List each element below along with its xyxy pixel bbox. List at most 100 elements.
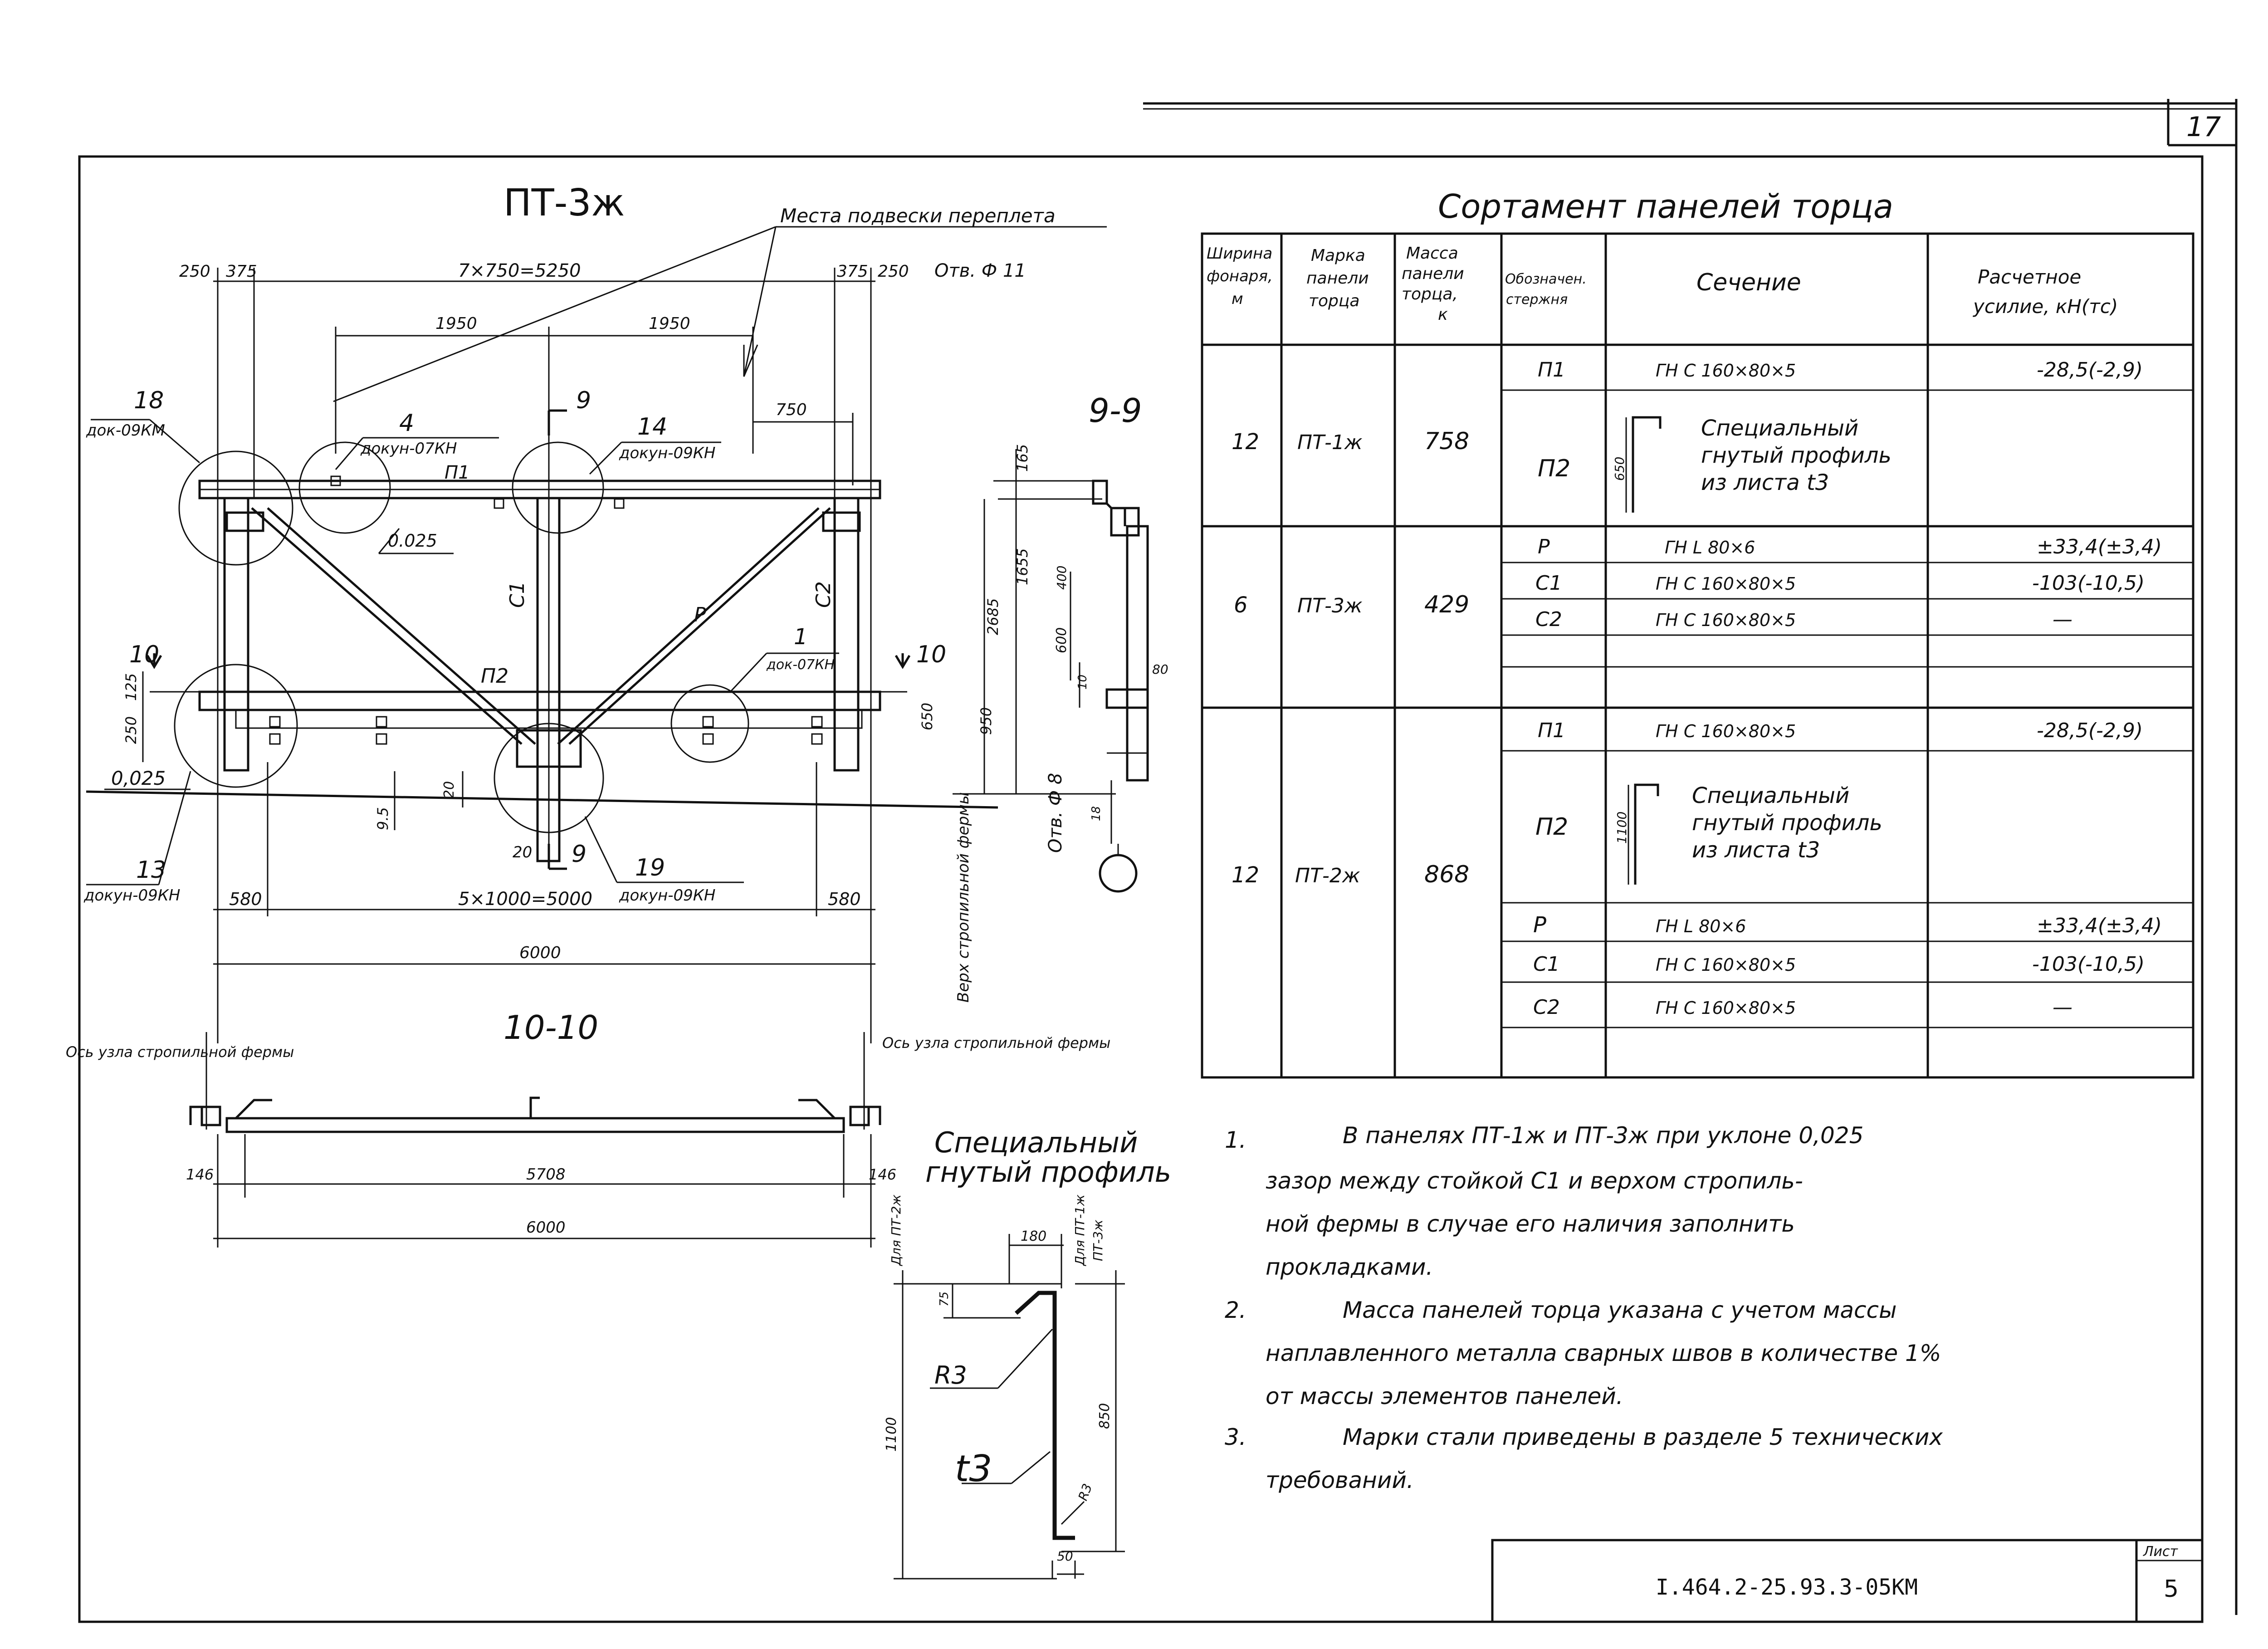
g2-width: 6 xyxy=(1234,592,1248,618)
profile-thickness: t3 xyxy=(955,1448,992,1490)
g2-r2-section: ГН С 160×80×5 xyxy=(1656,574,1796,594)
g3-r1-section: ГН С 160×80×5 xyxy=(1656,721,1796,741)
hole-99: Отв. Ф 8 xyxy=(1045,773,1066,853)
table-grid xyxy=(1201,232,2195,1079)
dim1010-146-right: 146 xyxy=(869,1166,896,1183)
dim1010-6000: 6000 xyxy=(526,1218,566,1237)
drawing-title: ПТ-3ж xyxy=(503,181,625,225)
dim-inner-9-5: 9.5 xyxy=(374,807,391,830)
callout-4-code: докун-07КН xyxy=(360,440,457,458)
section-99-title: 9-9 xyxy=(1089,391,1142,430)
axis-left-1010: Ось узла стропильной фермы xyxy=(66,1043,294,1061)
dim99-650: 650 xyxy=(919,703,936,730)
g2-mass: 429 xyxy=(1424,591,1469,618)
axis-right-1010: Ось узла стропильной фермы xyxy=(882,1034,1110,1052)
g3-r4-section: ГН С 160×80×5 xyxy=(1656,955,1796,975)
dim-250-left: 250 xyxy=(179,262,210,281)
callout-13-num: 13 xyxy=(136,856,166,884)
section-99-drawing xyxy=(953,449,1149,893)
note-1-line-4: прокладками. xyxy=(1266,1254,1433,1280)
g2-r2-force: -103(-10,5) xyxy=(2032,572,2145,595)
g3-r2-profile-icon xyxy=(1628,783,1659,885)
th-section: Сечение xyxy=(1696,269,1801,296)
callout-18-num: 18 xyxy=(134,387,164,414)
dim-inner-20-b: 20 xyxy=(513,843,532,861)
dim1010-146-left: 146 xyxy=(186,1166,214,1183)
profile-mark-right-1: Для ПТ-1ж xyxy=(1072,1194,1087,1267)
callout-14-code: докун-09КН xyxy=(619,444,715,462)
dim-left-250: 250 xyxy=(122,716,140,744)
dim99-2685: 2685 xyxy=(984,598,1002,635)
note-1-line-1: В панелях ПТ-1ж и ПТ-3ж при уклоне 0,025 xyxy=(1343,1122,1863,1149)
note-2-line-2: наплавленного металла сварных швов в кол… xyxy=(1266,1340,1941,1366)
g3-r4-force: -103(-10,5) xyxy=(2032,953,2145,976)
g2-r1-section: ГН L 80×6 xyxy=(1665,538,1755,558)
dim-6000: 6000 xyxy=(519,944,561,962)
g1-mark: ПТ-1ж xyxy=(1297,431,1363,454)
profile-dim-180: 180 xyxy=(1021,1228,1046,1244)
section-9-top: 9 xyxy=(576,387,591,414)
dim99-80: 80 xyxy=(1152,662,1168,677)
section-10-left: 10 xyxy=(129,641,159,668)
note-2-line-1: Масса панелей торца указана с учетом мас… xyxy=(1343,1297,1897,1323)
dim1010-5708: 5708 xyxy=(526,1165,566,1184)
callout-14-num: 14 xyxy=(637,413,667,440)
hanging-note-group: Места подвески переплета xyxy=(333,205,1107,402)
callout-leaders xyxy=(86,419,839,886)
section-1010-title: 10-10 xyxy=(503,1008,598,1047)
g1-mass: 758 xyxy=(1424,428,1469,455)
dim-left-125: 125 xyxy=(122,673,140,701)
note-1-num: 1. xyxy=(1225,1127,1246,1153)
g2-mark: ПТ-3ж xyxy=(1297,594,1363,617)
hole-note: Отв. Ф 11 xyxy=(934,260,1026,281)
callout-13-code: докун-09КН xyxy=(83,886,180,905)
panel-frame xyxy=(86,475,998,862)
profile-radius-2: R3 xyxy=(1075,1482,1095,1502)
profile-dim-850: 850 xyxy=(1097,1403,1113,1429)
dim99-400: 400 xyxy=(1054,566,1069,590)
g3-r2-code: П2 xyxy=(1535,813,1568,841)
bottom-dimensions xyxy=(213,762,875,1043)
doc-code: I.464.2-25.93.3-05КМ xyxy=(1656,1575,1918,1600)
detail-circles xyxy=(174,441,749,833)
g3-r1-force: -28,5(-2,9) xyxy=(2037,719,2143,742)
g3-width: 12 xyxy=(1232,862,1259,888)
special-profile-drawing xyxy=(894,1234,1125,1580)
callout-1-num: 1 xyxy=(794,624,808,650)
dim99-950: 950 xyxy=(978,707,995,735)
dim-580-right: 580 xyxy=(828,889,861,909)
profile-title-1: Специальный xyxy=(934,1126,1138,1159)
g3-r5-force: — xyxy=(2053,996,2072,1019)
table-title: Сортамент панелей торца xyxy=(1438,187,1893,225)
dim-250-right: 250 xyxy=(878,262,909,281)
slope-panel-mark xyxy=(378,528,454,554)
section-9-marks xyxy=(547,409,567,870)
member-C1: С1 xyxy=(506,581,529,608)
section-10-marks xyxy=(146,653,911,693)
sheet-frame xyxy=(78,99,2238,1623)
hanging-note: Места подвески переплета xyxy=(780,205,1056,227)
callout-1-code: док-07КН xyxy=(766,657,835,673)
g3-r2-dim: 1100 xyxy=(1614,812,1629,844)
dim-375-left: 375 xyxy=(226,262,257,281)
profile-dim-1100: 1100 xyxy=(884,1417,899,1452)
profile-title-2: гнутый профиль xyxy=(925,1155,1171,1189)
g2-r3-code: С2 xyxy=(1535,608,1562,631)
note-1-line-3: ной фермы в случае его наличия заполнить xyxy=(1266,1211,1795,1237)
dim-580-left: 580 xyxy=(229,889,262,909)
callout-4-num: 4 xyxy=(399,410,414,437)
g1-r2-profile-icon xyxy=(1625,416,1662,513)
slope-bottom: 0,025 xyxy=(111,767,166,789)
note-1-line-2: зазор между стойкой С1 и верхом стропиль… xyxy=(1266,1168,1803,1194)
g3-r3-code: Р xyxy=(1533,912,1546,938)
g3-r3-force: ±33,4(±3,4) xyxy=(2037,914,2162,937)
callout-18-code: док-09КМ xyxy=(86,421,165,440)
dim-5x1000: 5×1000=5000 xyxy=(458,889,592,910)
section-1010-drawing xyxy=(189,1032,881,1248)
member-R: Р xyxy=(694,603,706,626)
g1-r2-code: П2 xyxy=(1538,455,1570,482)
